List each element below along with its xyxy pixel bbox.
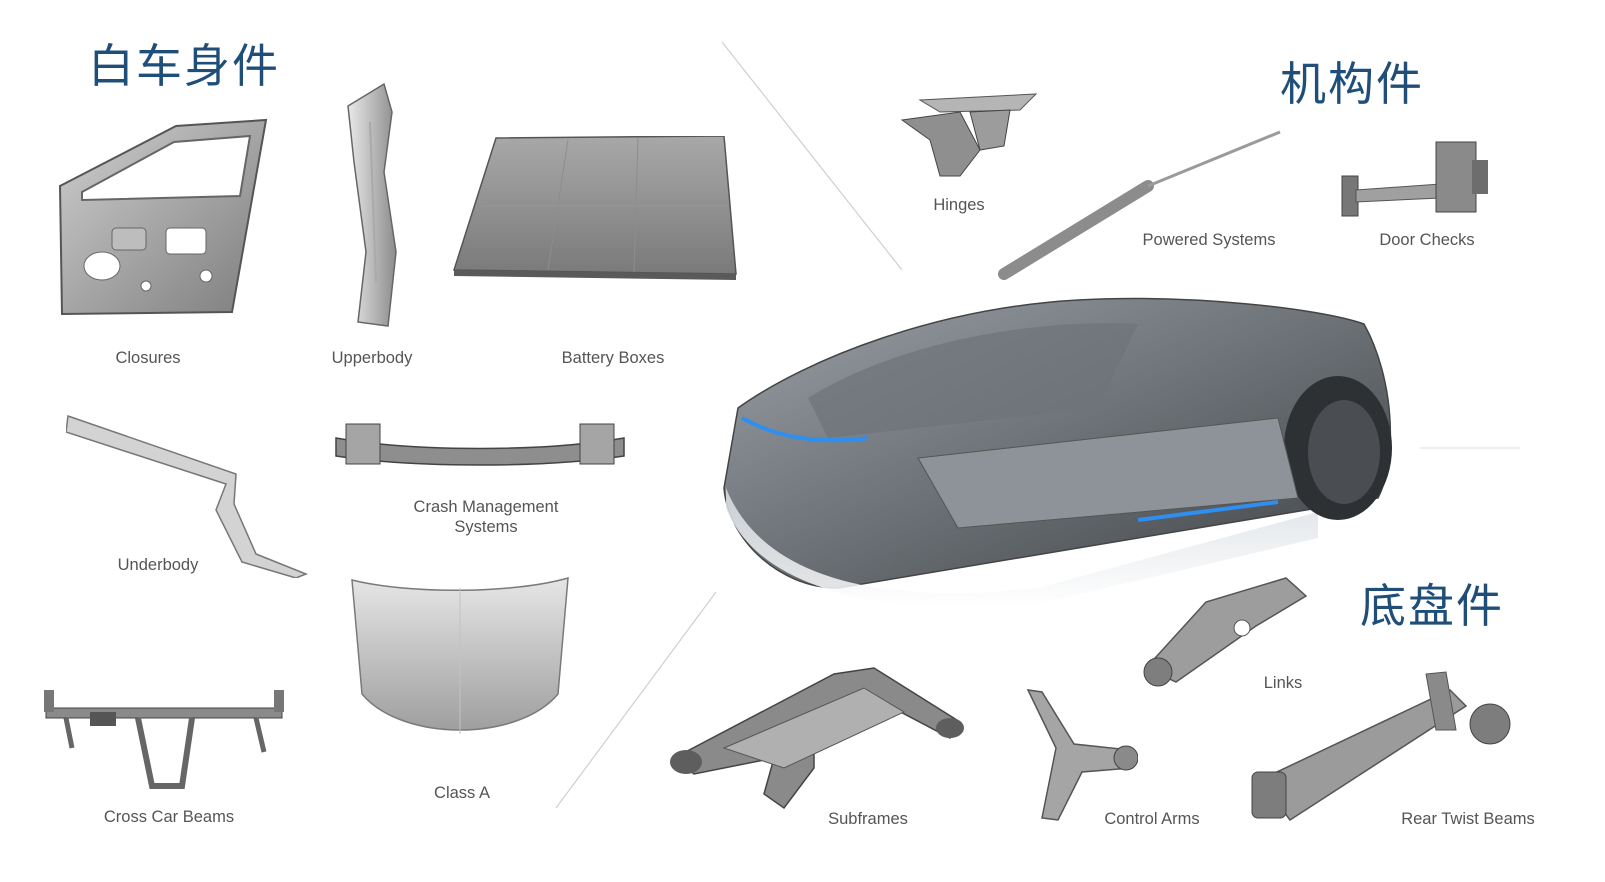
door-checks-part-image [1340, 140, 1490, 220]
hinges-label: Hinges [933, 196, 985, 214]
cross-car-beams-label: Cross Car Beams [103, 808, 235, 826]
hinges-part-image [900, 90, 1040, 180]
rear-twist-beams-label: Rear Twist Beams [1401, 810, 1535, 828]
powered-systems-label: Powered Systems [1142, 231, 1276, 249]
class-a-label: Class A [434, 784, 490, 802]
closures-part-image [56, 116, 270, 318]
control-arms-part-image [1022, 688, 1138, 824]
door-checks-label: Door Checks [1379, 231, 1475, 249]
section-title-mechanisms: 机构件 [1280, 57, 1424, 111]
section-title-body-in-white: 白车身件 [88, 39, 280, 93]
closures-label: Closures [115, 349, 181, 367]
powered-systems-part-image [998, 128, 1284, 280]
subframes-label: Subframes [828, 810, 908, 828]
cross-car-beams-part-image [42, 686, 286, 796]
crash-management-part-image [334, 418, 626, 474]
subframes-part-image [664, 658, 966, 810]
battery-boxes-label: Battery Boxes [561, 349, 665, 367]
links-part-image [1136, 572, 1314, 690]
rear-twist-beams-part-image [1250, 670, 1516, 848]
car-image [718, 288, 1398, 610]
underbody-part-image [66, 414, 310, 578]
underbody-label: Underbody [117, 556, 199, 574]
battery-boxes-part-image [452, 136, 738, 280]
section-title-chassis: 底盘件 [1360, 579, 1504, 633]
control-arms-label: Control Arms [1104, 810, 1200, 828]
crash-management-label: Crash Management Systems [413, 498, 559, 536]
links-label: Links [1263, 674, 1303, 692]
upperbody-part-image [340, 82, 404, 328]
upperbody-label: Upperbody [331, 349, 413, 367]
class-a-part-image [348, 574, 572, 750]
